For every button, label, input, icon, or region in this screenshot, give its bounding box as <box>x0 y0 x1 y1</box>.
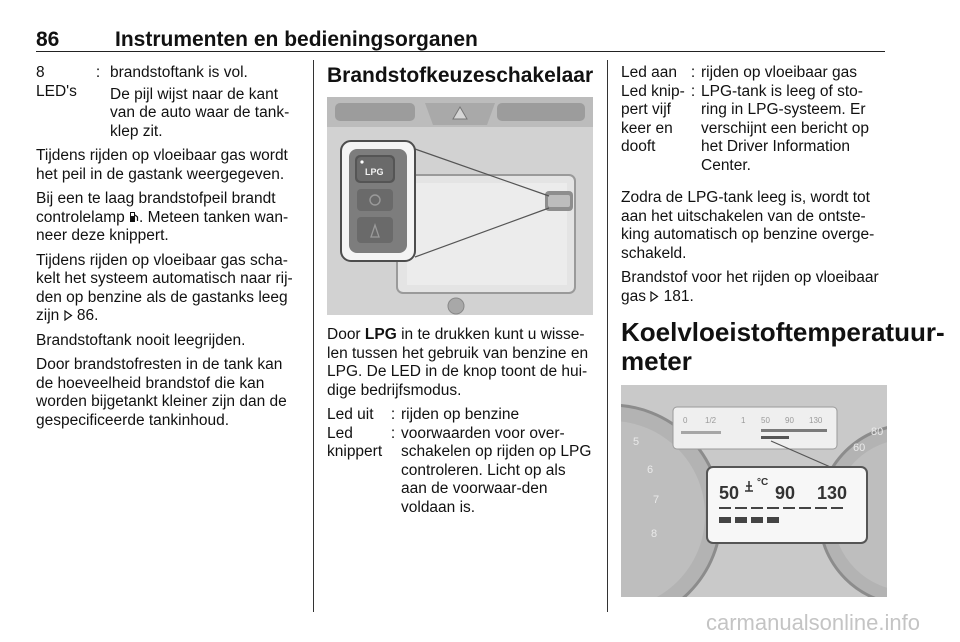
top-gauge-tick: 0 <box>683 416 688 425</box>
definition-separator: : <box>390 424 396 442</box>
definition-value: rijden op benzine <box>401 406 520 423</box>
dial-left-label: 6 <box>647 464 653 476</box>
column-divider <box>313 60 314 612</box>
definition-separator: : <box>690 82 696 100</box>
paragraph: Brandstoftank nooit leegrijden. <box>36 331 246 349</box>
definition-row: 8 LED's : brandstoftank is vol. De pijl … <box>36 64 298 141</box>
watermark: carmanualsonline.info <box>705 610 920 635</box>
section-heading: Brandstofkeuzeschakelaar <box>327 64 594 87</box>
paragraph: Brandstof voor het rijden op vloeibaar g… <box>621 269 879 305</box>
paragraph: Door LPG in te drukken kunt u wisse-len … <box>327 326 589 399</box>
page-header: 86 Instrumenten en bedieningsorganen <box>36 28 885 52</box>
section-heading: Koelvloeistoftemperatuur-meter <box>621 317 945 376</box>
column-left: 8 LED's : brandstoftank is vol. De pijl … <box>36 64 298 436</box>
paragraph: Door brandstofresten in de tank kan de h… <box>36 356 287 429</box>
top-gauge-tick: 90 <box>785 416 794 425</box>
definition-row: Led knippert : voorwaarden voor over-sch… <box>327 425 593 518</box>
definition-separator: : <box>390 406 396 423</box>
gauge-drawing: 5 6 7 8 60 80 0 1/2 1 50 90 130 <box>621 385 887 597</box>
page-reference-icon <box>650 290 659 302</box>
dial-right-label: 60 <box>853 442 865 454</box>
zoom-gauge-tick: 50 <box>719 483 739 503</box>
paragraph: Tijdens rijden op vloeibaar gas wordt he… <box>36 147 288 183</box>
definition-key: Led knip-pert vijf keer en dooft <box>621 82 685 156</box>
dial-left-label: 8 <box>651 528 657 540</box>
dial-right-label: 80 <box>871 426 883 438</box>
lpg-button-label: LPG <box>365 167 384 177</box>
coolant-gauge-illustration: 5 6 7 8 60 80 0 1/2 1 50 90 130 <box>621 385 887 597</box>
column-divider <box>607 60 608 612</box>
top-gauge-tick: 1/2 <box>705 416 717 425</box>
definition-separator: : <box>690 64 696 81</box>
dial-left-label: 5 <box>633 436 639 448</box>
lpg-keyword: LPG <box>364 326 397 343</box>
paragraph: Tijdens rijden op vloeibaar gas scha-kel… <box>36 251 293 325</box>
top-gauge-tick: 1 <box>741 416 746 425</box>
definition-value: rijden op vloeibaar gas <box>701 64 857 81</box>
top-gauge-tick: 130 <box>809 416 823 425</box>
definition-key: Led uit <box>327 406 374 423</box>
coolant-temperature-icon <box>745 481 753 492</box>
definition-key: Led knippert <box>327 424 383 461</box>
top-gauge-tick: 50 <box>761 416 770 425</box>
paragraph: Zodra de LPG-tank leeg is, wordt tot aan… <box>621 189 875 262</box>
temperature-segments <box>719 507 843 523</box>
fuel-warning-icon <box>130 211 139 222</box>
dashboard-drawing: LPG <box>327 97 593 315</box>
definition-row: Led aan : rijden op vloeibaar gas <box>621 64 887 83</box>
zoom-gauge-tick: 90 <box>775 483 795 503</box>
definition-value: LPG-tank is leeg of sto-ring in LPG-syst… <box>701 82 870 174</box>
definition-value: voorwaarden voor over-schakelen op rijde… <box>401 424 592 516</box>
column-middle: Brandstofkeuzeschakelaar <box>327 64 593 517</box>
temperature-unit: °C <box>757 477 768 488</box>
definition-row: Led knip-pert vijf keer en dooft : LPG-t… <box>621 83 887 176</box>
definition-value: brandstoftank is vol. De pijl wijst naar… <box>110 64 290 140</box>
paragraph: Bij een te laag brandstofpeil brandt con… <box>36 190 289 244</box>
page-reference-icon <box>63 309 73 322</box>
definition-row: Led uit : rijden op benzine <box>327 406 593 425</box>
zoom-gauge-tick: 130 <box>817 483 847 503</box>
fuel-selector-illustration: LPG <box>327 97 593 315</box>
definition-separator: : <box>95 64 101 81</box>
dial-left-label: 7 <box>653 494 659 506</box>
definition-key: Led aan <box>621 64 678 81</box>
column-right: Led aan : rijden op vloeibaar gas Led kn… <box>621 64 945 597</box>
page-title: Instrumenten en bedieningsorganen <box>115 28 478 51</box>
page-number: 86 <box>36 28 60 51</box>
definition-key: 8 LED's <box>36 64 77 100</box>
